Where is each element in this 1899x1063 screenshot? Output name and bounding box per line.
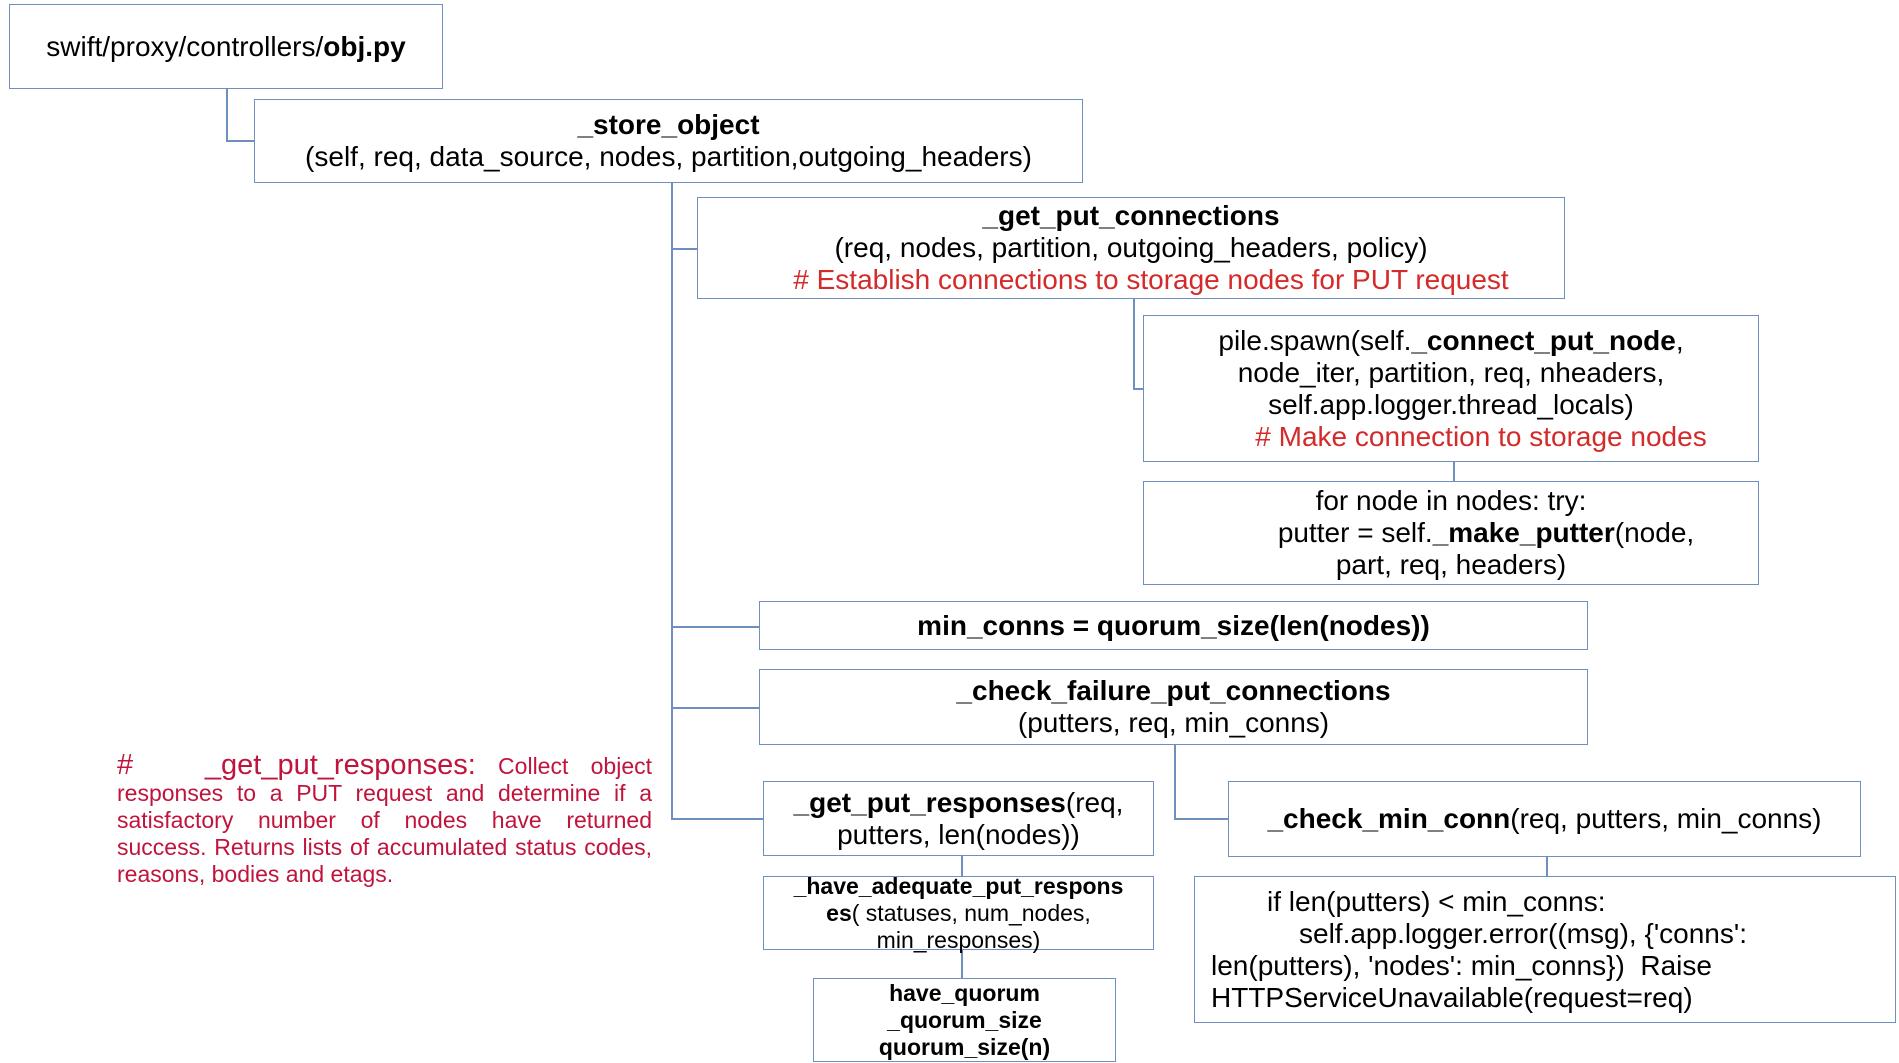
connector-trunk xyxy=(671,183,673,819)
connector xyxy=(671,707,759,709)
connector xyxy=(671,626,759,628)
connect-put-node-func: _connect_put_node xyxy=(1411,324,1676,356)
connector xyxy=(1453,462,1455,481)
connector xyxy=(1174,745,1176,819)
if-len-box: if len(putters) < min_conns: self.app.lo… xyxy=(1194,876,1896,1023)
check-min-conn-args: (req, putters, min_conns) xyxy=(1510,803,1822,834)
file-path-prefix: swift/proxy/controllers/ xyxy=(46,30,324,62)
pile-spawn-prefix: pile.spawn(self. xyxy=(1218,324,1412,356)
have-quorum-line1: have_quorum xyxy=(889,979,1040,1006)
check-failure-name: _check_failure_put_connections xyxy=(956,675,1391,706)
min-conns-box: min_conns = quorum_size(len(nodes)) xyxy=(759,601,1588,650)
connector xyxy=(226,140,254,142)
connector xyxy=(1133,388,1143,390)
if-len-line2: self.app.logger.error((msg), {'conns': xyxy=(1299,917,1747,949)
connector xyxy=(226,89,228,141)
for-node-line3: part, req, headers) xyxy=(1335,549,1567,580)
store-object-box: _store_object (self, req, data_source, n… xyxy=(254,99,1083,183)
min-conns-text: min_conns = quorum_size(len(nodes)) xyxy=(917,609,1430,641)
have-adequate-args: ( statuses, num_nodes, xyxy=(851,899,1091,926)
have-quorum-box: have_quorum _quorum_size quorum_size(n) xyxy=(813,978,1116,1062)
for-node-prefix: putter = self. xyxy=(1277,517,1433,548)
pile-spawn-line3: self.app.logger.thread_locals) xyxy=(1268,388,1634,420)
pile-spawn-line2: node_iter, partition, req, nheaders, xyxy=(1237,356,1665,388)
for-node-box: for node in nodes: try: putter = self._m… xyxy=(1143,481,1759,585)
connector xyxy=(961,856,963,876)
have-adequate-line3: min_responses) xyxy=(876,926,1041,953)
have-adequate-box: _have_adequate_put_respons es( statuses,… xyxy=(763,872,1154,953)
get-put-responses-name: _get_put_responses xyxy=(793,786,1066,818)
comment-head: # _get_put_responses: xyxy=(117,749,476,781)
if-len-line4: HTTPServiceUnavailable(request=req) xyxy=(1211,981,1693,1013)
connector xyxy=(671,818,763,820)
get-put-connections-comment: # Establish connections to storage nodes… xyxy=(793,264,1509,295)
connector xyxy=(1546,857,1548,876)
get-put-connections-name: _get_put_connections xyxy=(982,200,1280,231)
connector xyxy=(671,248,697,250)
connector xyxy=(1174,818,1228,820)
make-putter-func: _make_putter xyxy=(1432,517,1615,548)
file-name: obj.py xyxy=(323,30,406,62)
if-len-line1: if len(putters) < min_conns: xyxy=(1267,885,1606,917)
connector xyxy=(961,950,963,978)
check-failure-args: (putters, req, min_conns) xyxy=(1017,707,1330,738)
pile-spawn-box: pile.spawn(self._connect_put_node, node_… xyxy=(1143,315,1759,462)
have-quorum-line2: _quorum_size xyxy=(887,1006,1042,1033)
check-failure-box: _check_failure_put_connections (putters,… xyxy=(759,669,1588,745)
get-put-connections-box: _get_put_connections (req, nodes, partit… xyxy=(697,197,1565,299)
store-object-args: (self, req, data_source, nodes, partitio… xyxy=(305,141,1032,172)
get-put-responses-comment: # _get_put_responses: Collect object res… xyxy=(117,749,652,888)
pile-spawn-suffix: , xyxy=(1675,324,1684,356)
store-object-name: _store_object xyxy=(577,109,760,140)
get-put-responses-args: (req, xyxy=(1065,786,1124,818)
for-node-line1: for node in nodes: try: xyxy=(1315,485,1587,516)
get-put-responses-box: _get_put_responses(req, putters, len(nod… xyxy=(763,781,1154,856)
comment-body: Collect object responses to a PUT reques… xyxy=(117,753,652,887)
connector xyxy=(1133,299,1135,389)
check-min-conn-box: _check_min_conn(req, putters, min_conns) xyxy=(1228,781,1861,857)
have-adequate-name-line1: _have_adequate_put_respons xyxy=(793,872,1124,899)
for-node-suffix: (node, xyxy=(1614,517,1695,548)
have-adequate-name-line2: es xyxy=(826,899,852,926)
check-min-conn-name: _check_min_conn xyxy=(1267,803,1511,834)
have-quorum-line3: quorum_size(n) xyxy=(878,1033,1051,1060)
pile-spawn-comment: # Make connection to storage nodes xyxy=(1255,420,1707,452)
if-len-line3: len(putters), 'nodes': min_conns}) Raise xyxy=(1211,949,1712,981)
get-put-responses-line2: putters, len(nodes)) xyxy=(837,818,1080,850)
get-put-connections-args: (req, nodes, partition, outgoing_headers… xyxy=(834,232,1428,263)
file-box: swift/proxy/controllers/obj.py xyxy=(9,4,443,89)
